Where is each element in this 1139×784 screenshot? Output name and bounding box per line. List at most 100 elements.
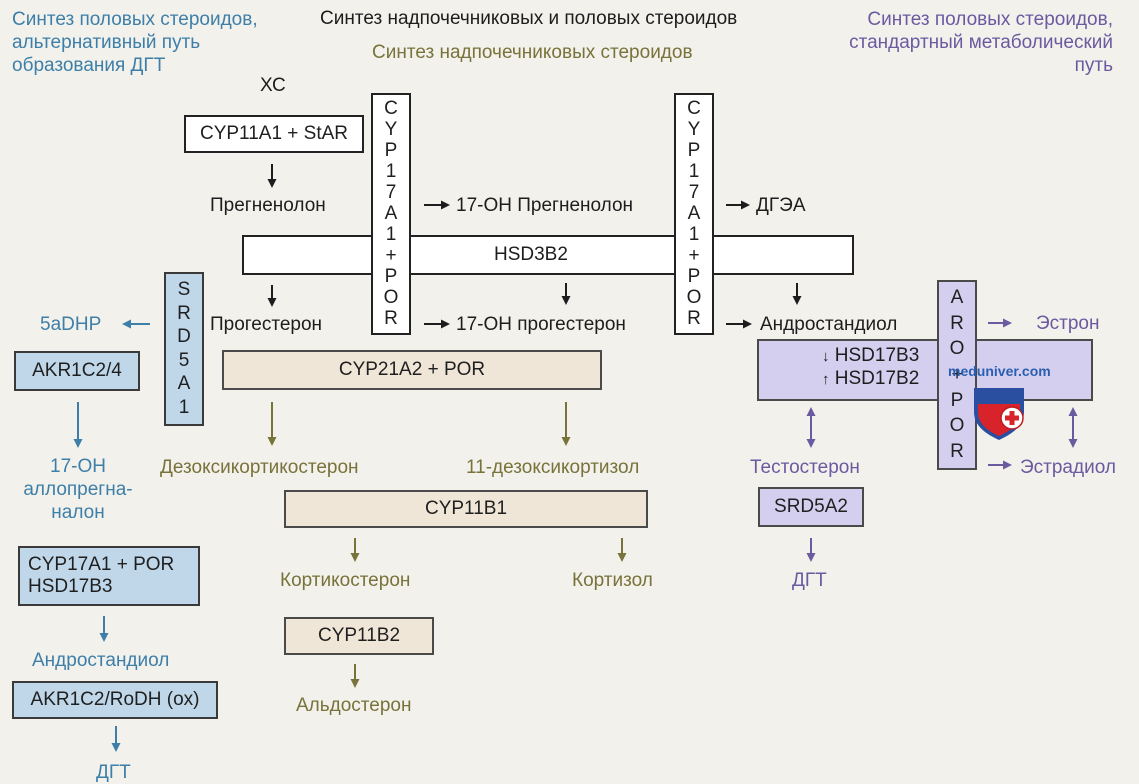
- arrow-down-small: ↓: [822, 348, 830, 365]
- v2-10: R: [687, 308, 701, 329]
- enzyme-srd5a2-label: SRD5A2: [774, 496, 848, 517]
- srd-0: S: [177, 279, 191, 300]
- enzyme-akr1c2-rodh: AKR1C2/RoDH (ox): [12, 681, 218, 719]
- header-right: Синтез половых стероидов, стандартный ме…: [849, 8, 1113, 77]
- aro-5: O: [949, 415, 965, 437]
- cyp17-hsd-line-2: HSD17B3: [28, 576, 113, 597]
- v2-0: C: [687, 98, 701, 119]
- header-left-line-2: альтернативный путь: [12, 32, 201, 53]
- cyp17-hsd-line-1: CYP17A1 + POR: [28, 554, 175, 575]
- node-cortisol: Кортизол: [572, 570, 653, 591]
- node-dht-left: ДГТ: [96, 762, 131, 783]
- header-left-line-3: образования ДГТ: [12, 55, 166, 76]
- v2-1: Y: [687, 119, 701, 140]
- node-corticosterone: Кортикостерон: [280, 570, 411, 591]
- arrow-up-small: ↑: [822, 371, 830, 388]
- v1-2: P: [384, 140, 398, 161]
- header-right-line-1: Синтез половых стероидов,: [867, 9, 1113, 30]
- allo-line-2: аллопрегна-: [23, 479, 133, 500]
- aro-6: R: [950, 440, 964, 462]
- v1-0: C: [384, 98, 398, 119]
- node-17oh-pregnenolone: 17-ОН Прегненолон: [456, 195, 634, 216]
- node-xc: ХС: [260, 75, 286, 96]
- enzyme-cyp11b1: CYP11B1: [284, 490, 648, 528]
- enzyme-cyp17a1-por-2: C Y P 1 7 A 1 + P O R: [674, 93, 714, 335]
- enzyme-cyp11a1-star-label: CYP11A1 + StAR: [199, 123, 349, 144]
- watermark-text: meduniver.com: [948, 363, 1051, 379]
- node-dht-right: ДГТ: [792, 570, 827, 591]
- v1-6: 1: [385, 224, 397, 245]
- srd-4: A: [177, 373, 191, 395]
- enzyme-aro-por: A R O + P O R: [937, 280, 977, 470]
- node-testosterone: Тестостерон: [750, 457, 860, 478]
- shield-icon: [974, 388, 1024, 440]
- v1-8: P: [384, 266, 398, 287]
- v2-9: O: [686, 287, 702, 308]
- v1-10: R: [384, 308, 398, 329]
- enzyme-hsd3b2-band: [242, 235, 854, 275]
- enzyme-cyp17a1-por-hsd17b3: CYP17A1 + POR HSD17B3: [18, 546, 200, 606]
- v1-7: +: [385, 245, 397, 266]
- enzyme-hsd17b2: ↑ HSD17B2: [822, 368, 919, 391]
- enzyme-cyp11b2: CYP11B2: [284, 617, 434, 655]
- header-left: Синтез половых стероидов, альтернативный…: [12, 8, 258, 77]
- allo-line-3: налон: [51, 502, 105, 523]
- enzyme-hsd17b-box: [757, 339, 1093, 401]
- v1-4: 7: [385, 182, 397, 203]
- v1-5: A: [384, 203, 398, 224]
- header-left-line-1: Синтез половых стероидов,: [12, 9, 258, 30]
- enzyme-hsd17b3-label: HSD17B3: [834, 345, 920, 366]
- enzyme-srd5a1: S R D 5 A 1: [164, 272, 204, 426]
- enzyme-akr1c24-label: AKR1C2/4: [32, 360, 122, 381]
- srd-1: R: [177, 302, 191, 324]
- v2-2: P: [687, 140, 701, 161]
- node-dhea: ДГЭА: [756, 195, 806, 216]
- enzyme-cyp11a1-star: CYP11A1 + StAR: [184, 115, 364, 153]
- srd-2: D: [177, 326, 191, 348]
- enzyme-cyp11b1-label: CYP11B1: [424, 498, 508, 519]
- enzyme-hsd17b2-label: HSD17B2: [834, 368, 920, 389]
- node-aldosterone: Альдостерон: [296, 695, 412, 716]
- node-17oh-progesterone: 17-ОН прогестерон: [456, 314, 626, 335]
- node-5adhp: 5aDHP: [40, 314, 102, 335]
- node-estrone: Эстрон: [1036, 313, 1100, 334]
- enzyme-hsd3b2-label: HSD3B2: [494, 244, 568, 265]
- v2-6: 1: [688, 224, 700, 245]
- allo-line-1: 17-ОН: [50, 456, 106, 477]
- v2-5: A: [687, 203, 701, 224]
- aro-0: A: [950, 287, 964, 308]
- node-androstenediol: Андростандиол: [760, 314, 898, 335]
- aro-4: P: [950, 389, 964, 411]
- v2-3: 1: [688, 161, 700, 182]
- aro-2: O: [949, 338, 965, 360]
- enzyme-cyp21a2-por: CYP21A2 + POR: [222, 350, 602, 390]
- node-11-deoxycortisol: 11-дезоксикортизол: [466, 457, 640, 478]
- header-center-top: Синтез надпочечниковых и половых стероид…: [320, 8, 738, 29]
- header-right-line-3: путь: [1074, 55, 1113, 76]
- v2-4: 7: [688, 182, 700, 203]
- enzyme-cyp17a1-por-1: C Y P 1 7 A 1 + P O R: [371, 93, 411, 335]
- srd-5: 1: [178, 396, 190, 418]
- node-deoxycorticosterone: Дезоксикортикостерон: [160, 457, 359, 478]
- enzyme-cyp11b2-label: CYP11B2: [317, 625, 401, 646]
- node-17oh-allopregnanolone: 17-ОН аллопрегна- налон: [20, 455, 136, 524]
- node-androstanediol-left: Андростандиол: [32, 650, 170, 671]
- srd-3: 5: [178, 349, 190, 371]
- node-progesterone: Прогестерон: [210, 314, 323, 335]
- enzyme-akr1c24: AKR1C2/4: [14, 351, 140, 391]
- aro-1: R: [950, 312, 964, 334]
- aro-3: +: [951, 363, 963, 385]
- v2-7: +: [688, 245, 700, 266]
- v2-8: P: [687, 266, 701, 287]
- header-right-line-2: стандартный метаболический: [849, 32, 1113, 53]
- enzyme-cyp21a2-por-label: CYP21A2 + POR: [338, 359, 486, 380]
- v1-3: 1: [385, 161, 397, 182]
- enzyme-akr1c2-rodh-label: AKR1C2/RoDH (ox): [30, 689, 200, 710]
- v1-1: Y: [384, 119, 398, 140]
- node-pregnenolone: Прегненолон: [210, 195, 326, 216]
- enzyme-hsd17b3: ↓ HSD17B3: [822, 345, 919, 368]
- node-estradiol: Эстрадиол: [1020, 457, 1116, 478]
- header-center-sub: Синтез надпочечниковых стероидов: [372, 42, 693, 63]
- v1-9: O: [383, 287, 399, 308]
- enzyme-srd5a2: SRD5A2: [758, 487, 864, 527]
